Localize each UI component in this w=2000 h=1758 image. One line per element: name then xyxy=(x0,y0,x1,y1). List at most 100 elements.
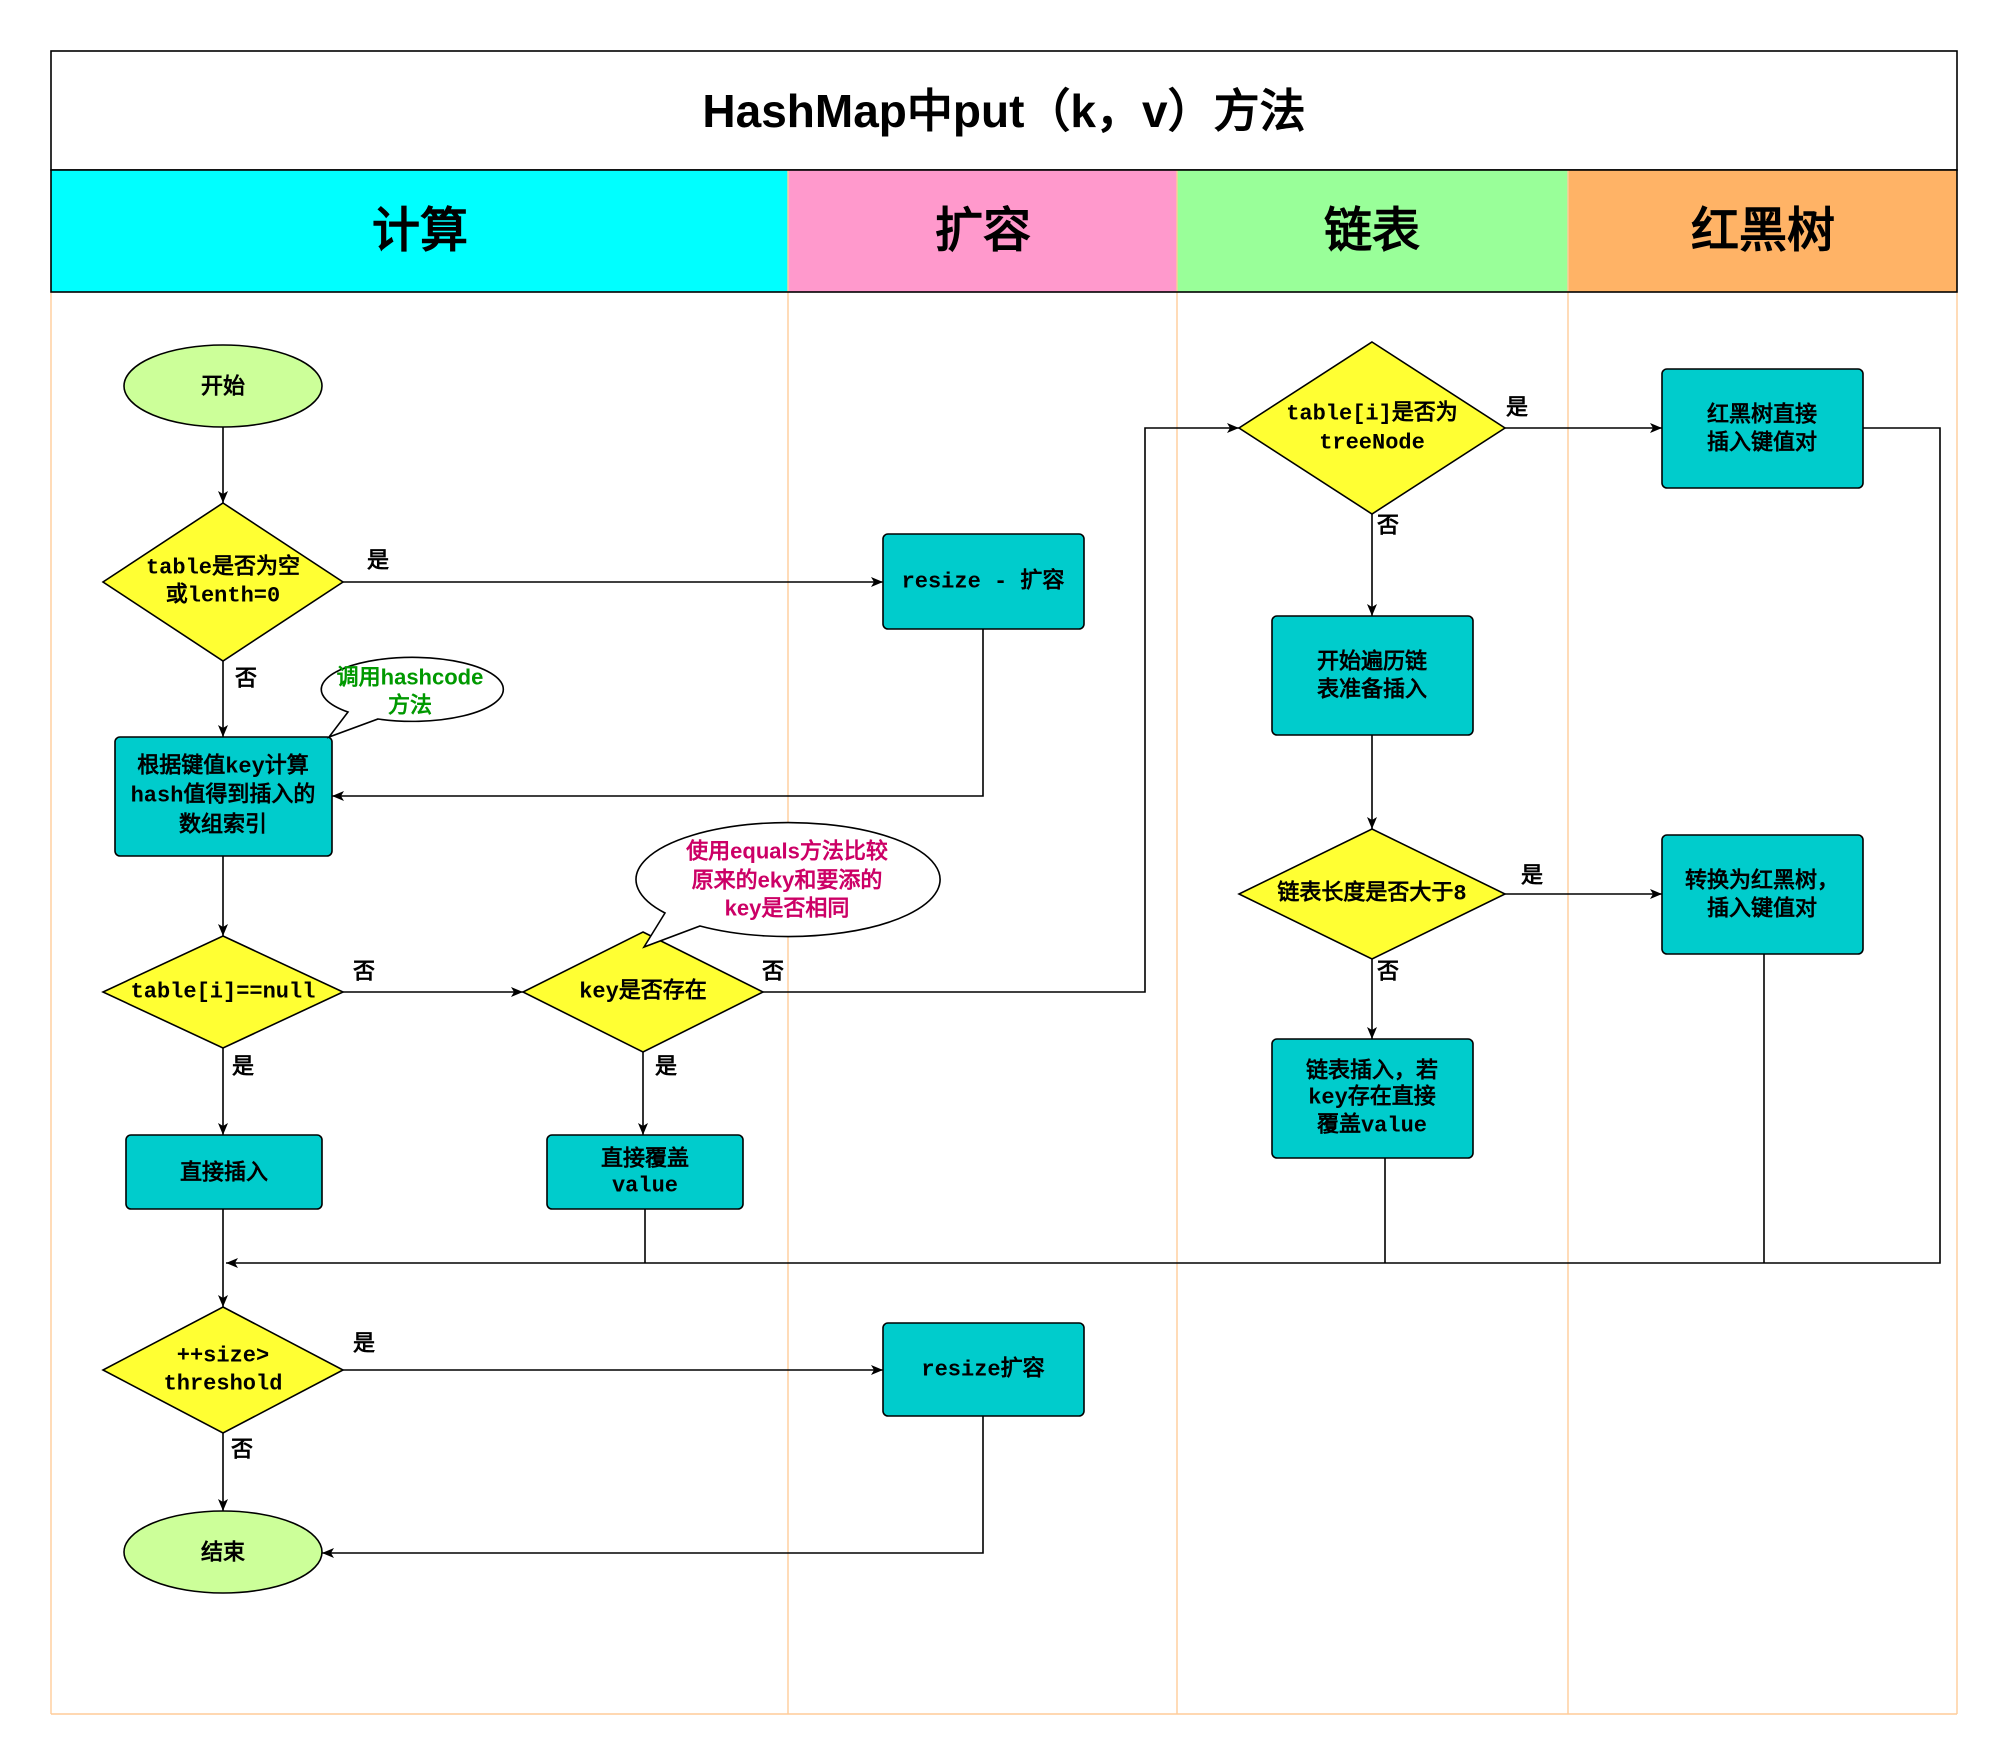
check-size-threshold-label-line-2: threshold xyxy=(164,1372,283,1397)
edge-label-list-length-yes: 是 xyxy=(1521,863,1543,888)
list-insert-label-line-3: 覆盖value xyxy=(1316,1112,1427,1139)
edge-label-tree-node-no: 否 xyxy=(1376,513,1399,538)
resize-final-process-shape xyxy=(882,1322,1085,1417)
connector-resize-to-end xyxy=(322,1416,984,1558)
swimlane-frame: HashMap中put（k，v）方法 计算 扩容 链表 红黑树 xyxy=(50,50,1958,1715)
header-outline xyxy=(50,169,1958,293)
check-table-empty-decision-shape xyxy=(101,502,345,662)
hashcode-callout-bubble xyxy=(320,656,505,739)
edge-label-slot-null-yes: 是 xyxy=(232,1054,254,1079)
overwrite-value-node: 直接覆盖 value xyxy=(546,1134,744,1210)
check-slot-null-label: table[i]==null xyxy=(131,980,316,1005)
resize-initial-node: resize - 扩容 xyxy=(882,533,1085,630)
check-tree-node-node: table[i]是否为 treeNode xyxy=(1237,341,1507,515)
equals-note: 使用equals方法比较 原来的eky和要添的 key是否相同 xyxy=(635,821,941,949)
check-tree-node-label-line-2: treeNode xyxy=(1319,431,1425,456)
lane-header-red-black-tree xyxy=(1568,170,1957,292)
overwrite-value-label-line-1: 直接覆盖 xyxy=(601,1146,689,1171)
diagram-title: HashMap中put（k，v）方法 xyxy=(702,85,1305,137)
check-table-empty-label-line-2: 或lenth=0 xyxy=(166,582,280,609)
lane-body-background xyxy=(51,292,1957,1714)
start-terminal-shape xyxy=(123,344,323,428)
lane-title-red-black-tree: 红黑树 xyxy=(1691,205,1835,258)
resize-final-label: resize扩容 xyxy=(921,1356,1044,1383)
lane-title-resize: 扩容 xyxy=(935,205,1031,258)
lane-header-resize xyxy=(788,170,1177,292)
lane-title-linked-list: 链表 xyxy=(1324,205,1420,258)
end-node: 结束 xyxy=(123,1510,323,1594)
edge-label-key-exists-yes: 是 xyxy=(655,1054,677,1079)
list-insert-label-line-1: 链表插入，若 xyxy=(1306,1058,1438,1083)
equals-callout-bubble xyxy=(635,821,941,949)
compute-index-label-line-3: 数组索引 xyxy=(179,812,267,837)
insert-direct-node: 直接插入 xyxy=(125,1134,323,1210)
edge-label-list-length-no: 否 xyxy=(1376,959,1399,984)
check-size-threshold-node: ++size> threshold xyxy=(101,1306,345,1434)
start-node: 开始 xyxy=(123,344,323,428)
tree-insert-node: 红黑树直接 插入键值对 xyxy=(1661,368,1864,489)
check-key-exists-label: key是否存在 xyxy=(579,978,707,1005)
lane-title-compute: 计算 xyxy=(372,205,468,258)
connector-resize-to-compute xyxy=(332,629,984,801)
resize-initial-process-shape xyxy=(882,533,1085,630)
equals-note-line-1: 使用equals方法比较 xyxy=(685,839,888,864)
check-table-empty-node: table是否为空 或lenth=0 xyxy=(101,502,345,662)
edge-label-key-exists-no: 否 xyxy=(761,959,784,984)
edge-label-empty-no: 否 xyxy=(234,666,257,691)
check-tree-node-decision-shape xyxy=(1237,341,1507,515)
hashcode-note: 调用hashcode 方法 xyxy=(320,656,505,739)
end-label: 结束 xyxy=(201,1540,246,1565)
insert-direct-label: 直接插入 xyxy=(180,1160,268,1185)
traverse-list-label-line-2: 表准备插入 xyxy=(1317,677,1427,702)
check-list-length-node: 链表长度是否大于8 xyxy=(1237,828,1507,960)
lane-header-linked-list xyxy=(1177,170,1568,292)
convert-to-tree-process-shape xyxy=(1661,834,1864,955)
resize-initial-label: resize - 扩容 xyxy=(902,568,1065,595)
list-insert-node: 链表插入，若 key存在直接 覆盖value xyxy=(1271,1038,1474,1159)
edge-labels: 是 否 否 是 是 否 是 否 是 否 是 否 xyxy=(230,395,1543,1462)
check-list-length-label: 链表长度是否大于8 xyxy=(1277,880,1466,907)
compute-index-process-shape xyxy=(114,736,333,857)
edge-label-threshold-yes: 是 xyxy=(353,1331,375,1356)
overwrite-value-label-line-2: value xyxy=(612,1174,678,1199)
traverse-list-node: 开始遍历链 表准备插入 xyxy=(1271,615,1474,736)
convert-to-tree-label-line-2: 插入键值对 xyxy=(1707,896,1817,921)
check-key-exists-node: key是否存在 xyxy=(521,931,765,1053)
equals-note-line-2: 原来的eky和要添的 xyxy=(692,868,883,893)
convert-to-tree-label-line-1: 转换为红黑树， xyxy=(1685,868,1839,893)
compute-index-node: 根据键值key计算 hash值得到插入的 数组索引 xyxy=(114,736,333,857)
check-slot-null-decision-shape xyxy=(101,935,345,1049)
check-slot-null-node: table[i]==null xyxy=(101,935,345,1049)
edge-label-threshold-no: 否 xyxy=(230,1437,253,1462)
edge-label-tree-node-yes: 是 xyxy=(1506,395,1528,420)
resize-final-node: resize扩容 xyxy=(882,1322,1085,1417)
hashcode-note-line-2: 方法 xyxy=(388,693,432,718)
convert-to-tree-node: 转换为红黑树， 插入键值对 xyxy=(1661,834,1864,955)
lane-header-compute xyxy=(51,170,788,292)
list-insert-label-line-2: key存在直接 xyxy=(1308,1084,1436,1111)
connector-key-no-to-tree-check xyxy=(763,423,1239,993)
hashcode-note-line-1: 调用hashcode xyxy=(337,665,484,690)
check-key-exists-decision-shape xyxy=(521,931,765,1053)
check-size-threshold-decision-shape xyxy=(101,1306,345,1434)
overwrite-value-process-shape xyxy=(546,1134,744,1210)
check-list-length-decision-shape xyxy=(1237,828,1507,960)
tree-insert-label-line-1: 红黑树直接 xyxy=(1707,402,1817,427)
check-size-threshold-label-line-1: ++size> xyxy=(177,1344,269,1369)
compute-index-label-line-1: 根据键值key计算 xyxy=(137,753,309,780)
insert-direct-process-shape xyxy=(125,1134,323,1210)
list-insert-process-shape xyxy=(1271,1038,1474,1159)
traverse-list-process-shape xyxy=(1271,615,1474,736)
tree-insert-process-shape xyxy=(1661,368,1864,489)
tree-insert-label-line-2: 插入键值对 xyxy=(1707,430,1817,455)
check-tree-node-label-line-1: table[i]是否为 xyxy=(1286,401,1458,427)
edge-label-empty-yes: 是 xyxy=(367,548,389,573)
end-terminal-shape xyxy=(123,1510,323,1594)
compute-index-label-line-2: hash值得到插入的 xyxy=(131,782,316,809)
edge-label-slot-null-no: 否 xyxy=(352,959,375,984)
start-label: 开始 xyxy=(201,374,245,399)
traverse-list-label-line-1: 开始遍历链 xyxy=(1317,649,1427,674)
connector-tree-insert-to-merge xyxy=(226,427,1941,1268)
check-table-empty-label-line-1: table是否为空 xyxy=(146,554,300,581)
